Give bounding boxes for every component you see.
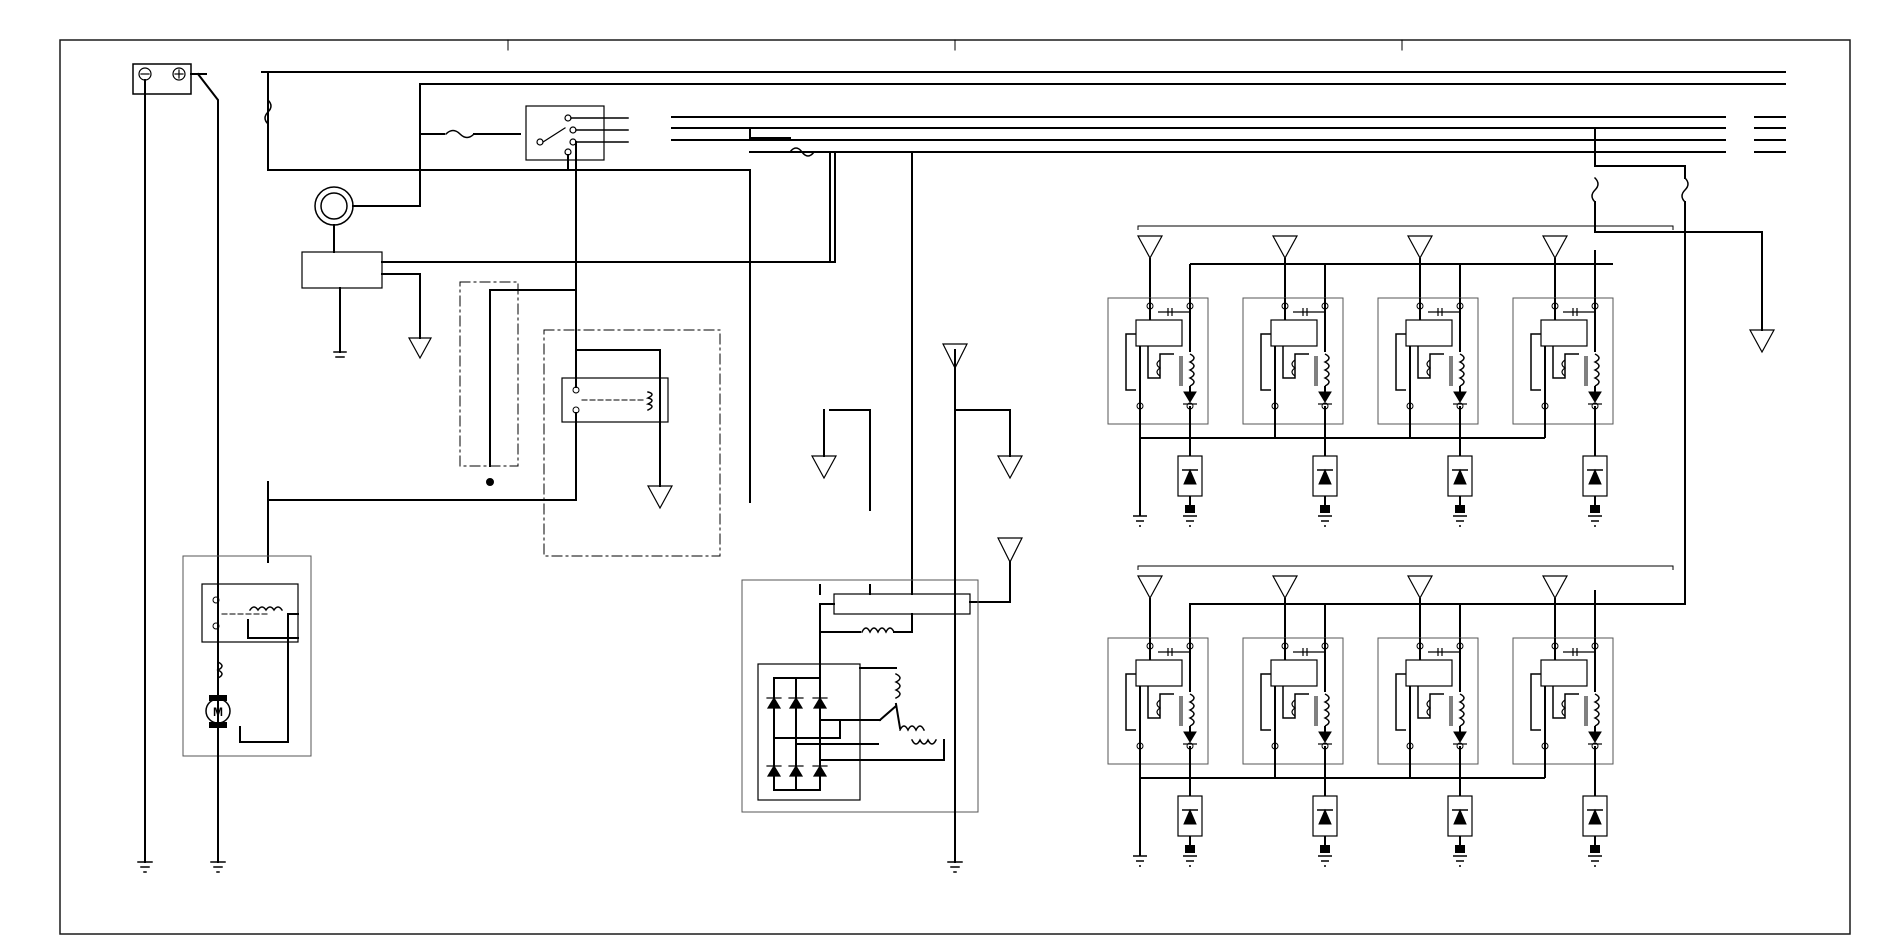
driver-ic: [1270, 659, 1318, 687]
solenoid-coil: [1188, 693, 1195, 727]
solenoid-coil: [1323, 353, 1330, 387]
antenna-arrow: [1541, 235, 1569, 260]
injector-drivers-bottom: [1107, 565, 1674, 867]
starter-relay: [561, 377, 669, 423]
ground-symbol: [137, 861, 153, 873]
ground-arrow: [810, 455, 838, 480]
injector-driver: [1242, 235, 1344, 527]
distributor-sensor: [314, 186, 354, 226]
injector-driver: [1512, 575, 1614, 867]
driver-ic: [1540, 319, 1588, 347]
driver-ic: [1405, 659, 1453, 687]
starter-motor-label: M: [213, 705, 223, 719]
injector-driver: [1107, 235, 1209, 527]
diode: [1318, 391, 1332, 403]
antenna-arrow: [942, 343, 968, 370]
driver-ic: [1540, 659, 1588, 687]
ground-symbol: [1133, 515, 1147, 527]
battery: [132, 63, 192, 95]
alternator: [741, 579, 979, 813]
ignition-switch: [525, 105, 629, 161]
driver-ic: [1135, 319, 1183, 347]
driver-module: [1512, 297, 1614, 425]
voltage-regulator: [833, 593, 971, 615]
ground-symbol: [1183, 855, 1197, 867]
driver-ic: [1405, 319, 1453, 347]
driver-module: [1377, 297, 1479, 425]
injector-driver: [1377, 575, 1479, 867]
driver-ic: [1135, 659, 1183, 687]
driver-module: [1107, 637, 1209, 765]
injector-driver: [1107, 575, 1209, 867]
ground-symbol: [1588, 855, 1602, 867]
ground-arrow: [996, 455, 1024, 480]
ground-symbol: [210, 861, 226, 873]
driver-module: [1242, 297, 1344, 425]
schematic-layer: ⊖: [59, 39, 1851, 935]
driver-module: [1107, 297, 1209, 425]
starter-solenoid: [201, 583, 299, 643]
ground-arrow: [646, 485, 674, 510]
antenna-arrow: [1541, 575, 1569, 600]
diode: [1588, 391, 1602, 403]
antenna-arrow: [1271, 575, 1299, 600]
diode: [1318, 731, 1332, 743]
relay-housing-large: [543, 329, 721, 557]
ground-symbol: [1453, 855, 1467, 867]
diode: [1588, 731, 1602, 743]
antenna-arrow: [1271, 235, 1299, 260]
bracket: [1137, 225, 1674, 230]
ground-arrow: [1748, 329, 1776, 354]
driver-module: [1512, 637, 1614, 765]
antenna-arrow: [1406, 235, 1434, 260]
diode: [766, 696, 828, 777]
solenoid-coil: [1593, 353, 1600, 387]
injector-driver: [1512, 235, 1614, 527]
ground-arrow: [407, 337, 433, 360]
solenoid-coil: [1458, 693, 1465, 727]
injector-driver: [1377, 235, 1479, 527]
solenoid-coil: [1593, 693, 1600, 727]
relay-housing: [459, 281, 519, 467]
rectifier-bridge: [757, 663, 861, 801]
ground-symbol: [947, 861, 963, 873]
diode: [1453, 731, 1467, 743]
antenna-arrow: [1136, 575, 1164, 600]
driver-module: [1242, 637, 1344, 765]
ground-symbol: [1133, 855, 1147, 867]
ground-symbol: [1453, 515, 1467, 527]
diode: [1453, 391, 1467, 403]
starter-assembly: [182, 555, 312, 757]
ground-symbol: [1318, 855, 1332, 867]
diode: [1183, 731, 1197, 743]
injector-driver: [1242, 575, 1344, 867]
antenna-arrow: [997, 537, 1023, 564]
solenoid-coil: [1323, 693, 1330, 727]
ground-symbol: [1183, 515, 1197, 527]
starter-motor: M: [205, 695, 231, 728]
diode: [1183, 391, 1197, 403]
antenna-arrow: [1136, 235, 1164, 260]
injector-drivers-top: [1107, 225, 1674, 527]
ground-symbol: [1318, 515, 1332, 527]
bracket: [1137, 565, 1674, 570]
driver-ic: [1270, 319, 1318, 347]
driver-module: [1377, 637, 1479, 765]
antenna-arrow: [1406, 575, 1434, 600]
solenoid-coil: [1458, 353, 1465, 387]
solenoid-coil: [1188, 353, 1195, 387]
control-module: [301, 251, 383, 289]
ground-symbol: [1588, 515, 1602, 527]
